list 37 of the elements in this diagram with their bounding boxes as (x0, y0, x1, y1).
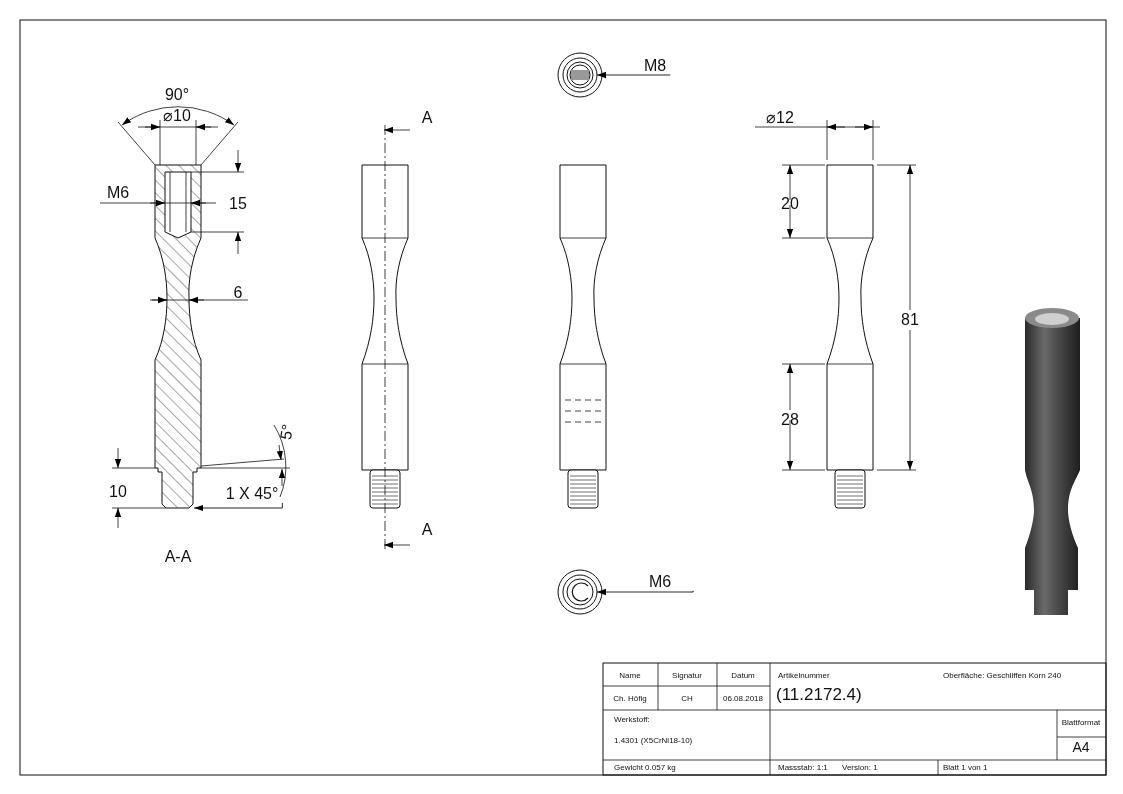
table-cell: Gewicht 0.057 kg (614, 763, 676, 773)
table-header: Name (619, 671, 641, 681)
table-cell: Blatt 1 von 1 (943, 763, 988, 773)
table-cell: Ch. Höfig (613, 694, 647, 704)
callout-text: M8 (643, 57, 667, 75)
end-view-drawing (557, 52, 603, 98)
callout-text: 1 X 45° (225, 485, 279, 503)
table-header: Blattformat (1061, 718, 1101, 728)
end-view-drawing (557, 569, 603, 615)
angle-value: 90° (164, 86, 190, 104)
table-header: Signatur (672, 671, 702, 681)
table-cell: 1.4301 (X5CrNi18-10) (614, 736, 693, 746)
table-cell: CH (681, 694, 693, 704)
table-header: Oberfläche: Geschliffen Korn 240 (943, 671, 1062, 681)
dimension-value: 20 (781, 195, 799, 213)
section-label: A-A (164, 548, 192, 566)
angle-value: 5° (277, 422, 297, 442)
table-cell: Massstab: 1:1 (778, 763, 828, 773)
thread-size-label: M6 (106, 184, 130, 202)
dimension-value: 28 (781, 411, 799, 429)
table-cell: Version: 1 (842, 763, 878, 773)
section-letter: A (421, 109, 433, 127)
table-cell: A4 (1072, 740, 1090, 756)
dimension-value: ⌀12 (766, 109, 794, 127)
dimension-value: 10 (109, 483, 127, 501)
callout-text: M6 (648, 573, 672, 591)
dimension-value: 81 (901, 311, 919, 329)
table-header: Werkstoff: (614, 715, 650, 725)
section-letter: A (421, 521, 433, 539)
section-view-drawing (154, 164, 202, 509)
table-header: Datum (731, 671, 755, 681)
dimension-value: ⌀10 (163, 107, 191, 125)
table-header: Artikelnummer (778, 671, 830, 681)
dimension-value: 15 (229, 195, 247, 213)
article-number: (11.2172.4) (776, 685, 862, 705)
table-cell: 06.08.2018 (723, 694, 763, 704)
dimension-value: 6 (233, 284, 243, 302)
